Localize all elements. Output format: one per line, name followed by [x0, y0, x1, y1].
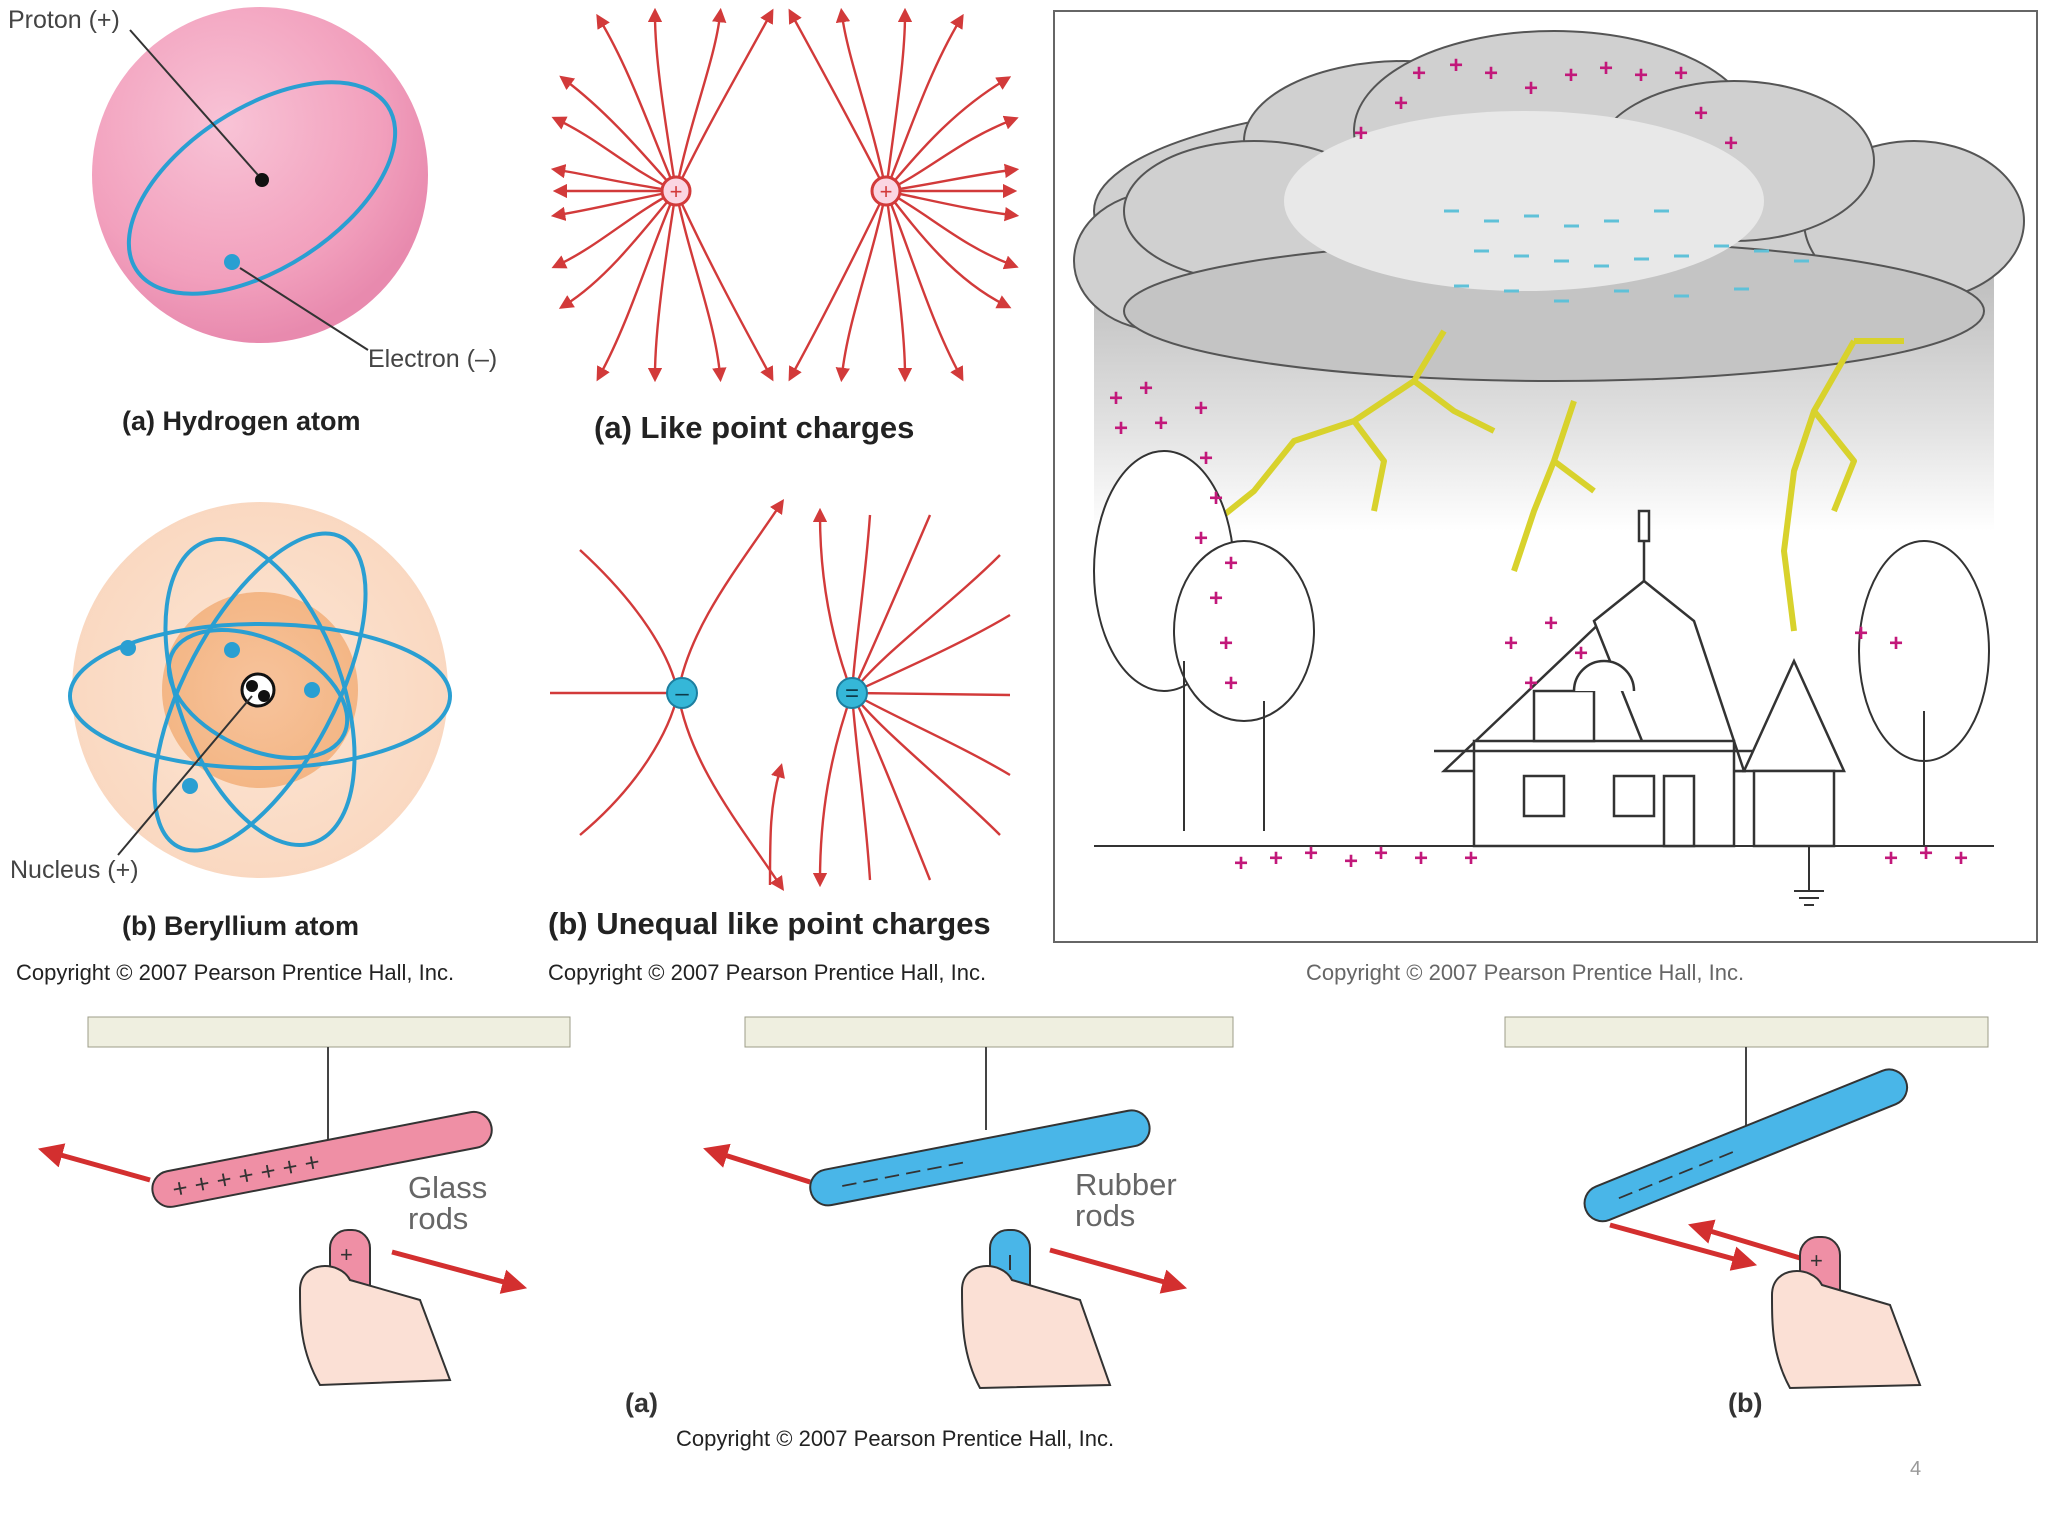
- rods-copyright: Copyright © 2007 Pearson Prentice Hall, …: [676, 1426, 1115, 1451]
- svg-text:+: +: [1889, 630, 1903, 657]
- svg-text:+: +: [1810, 1248, 1823, 1273]
- hydrogen-atom-diagram: [92, 7, 428, 351]
- svg-text:+: +: [1234, 850, 1248, 877]
- positive-charge-left: [660, 175, 692, 207]
- beryllium-caption: (b) Beryllium atom: [122, 911, 360, 941]
- svg-text:+: +: [1374, 840, 1388, 867]
- svg-text:+: +: [880, 179, 893, 204]
- svg-text:+: +: [1194, 395, 1208, 422]
- negative-charge-large: [836, 677, 868, 709]
- electron-label: Electron (–): [368, 345, 498, 373]
- svg-text:+: +: [1524, 75, 1538, 102]
- svg-text:+: +: [1269, 845, 1283, 872]
- tree-left: [1093, 450, 1315, 831]
- field-lines-like: [550, 7, 1020, 383]
- svg-text:+: +: [1412, 60, 1426, 87]
- svg-text:+: +: [1544, 610, 1558, 637]
- charged-rods-diagram: + + + + + + + + + + – – – – – –: [37, 1016, 1989, 1390]
- svg-text:+: +: [1674, 60, 1688, 87]
- svg-text:+: +: [1524, 670, 1538, 697]
- cloud-positive-charges: ++++ ++++ ++++: [1354, 52, 1738, 157]
- house: [1434, 509, 1846, 848]
- ceiling-2: [744, 1016, 1234, 1048]
- svg-text:+: +: [1139, 375, 1153, 402]
- glass-rod-held-b: + + +: [1770, 1236, 1922, 1390]
- beryllium-atom-diagram: [68, 502, 452, 878]
- svg-text:+: +: [1464, 845, 1478, 872]
- svg-text:+: +: [1354, 120, 1368, 147]
- tree-right: [1858, 540, 1990, 846]
- unequal-charges-caption: (b) Unequal like point charges: [548, 906, 991, 941]
- svg-text:+: +: [1209, 585, 1223, 612]
- svg-text:+: +: [1224, 670, 1238, 697]
- ground-symbol: [1794, 846, 1824, 906]
- glass-rods-label: Glass rods: [408, 1170, 488, 1236]
- glass-rod-held: + + +: [298, 1229, 452, 1387]
- field-lines-unequal: [550, 499, 1011, 891]
- unequal-charges-diagram: – =: [550, 499, 1011, 891]
- lightning-bolts: [1202, 329, 1904, 632]
- like-charges-diagram: + +: [550, 7, 1020, 383]
- cloud-negative-charges: [1444, 209, 1809, 303]
- svg-text:+: +: [1634, 62, 1648, 89]
- svg-text:+: +: [340, 1242, 353, 1267]
- svg-text:+: +: [670, 179, 683, 204]
- svg-text:+: +: [1109, 385, 1123, 412]
- rubber-rods-label: Rubber rods: [1075, 1167, 1177, 1233]
- negative-charge-small: [666, 677, 698, 709]
- svg-text:+: +: [1194, 525, 1208, 552]
- like-charges-caption: (a) Like point charges: [594, 410, 915, 445]
- svg-text:+: +: [1954, 845, 1968, 872]
- svg-text:=: =: [845, 680, 859, 707]
- nucleus-label: Nucleus (+): [10, 856, 139, 884]
- electron-dot: [224, 254, 240, 270]
- svg-text:+: +: [1209, 485, 1223, 512]
- svg-text:+: +: [1919, 840, 1933, 867]
- part-a-label: (a): [625, 1388, 658, 1418]
- svg-text:–: –: [675, 680, 689, 707]
- svg-text:+: +: [1564, 62, 1578, 89]
- svg-text:+: +: [1724, 130, 1738, 157]
- proton-label: Proton (+): [8, 6, 120, 34]
- svg-text:+: +: [1694, 100, 1708, 127]
- svg-text:+: +: [1304, 840, 1318, 867]
- svg-text:+: +: [1114, 415, 1128, 442]
- proton-dot: [255, 173, 269, 187]
- svg-text:+: +: [1344, 848, 1358, 875]
- rubber-rod-held: [960, 1229, 1112, 1390]
- svg-text:+: +: [1154, 410, 1168, 437]
- lightning-copyright: Copyright © 2007 Pearson Prentice Hall, …: [1306, 960, 1745, 985]
- electron-orbit: [126, 80, 398, 296]
- ceiling-1: [87, 1016, 571, 1048]
- svg-text:+: +: [1484, 60, 1498, 87]
- page-number: 4: [1910, 1458, 1922, 1480]
- hydrogen-caption: (a) Hydrogen atom: [122, 406, 361, 436]
- svg-text:+: +: [1574, 640, 1588, 667]
- positive-charge-right: [870, 175, 902, 207]
- ground-positive-charges: ++++ ++++ ++++ ++++ +++ ++++ ++ +++: [1109, 375, 1968, 877]
- svg-text:+: +: [1884, 845, 1898, 872]
- svg-text:+: +: [1394, 90, 1408, 117]
- svg-text:+: +: [1599, 55, 1613, 82]
- svg-text:+: +: [1199, 445, 1213, 472]
- part-b-label: (b): [1728, 1388, 1763, 1418]
- beryllium-copyright: Copyright © 2007 Pearson Prentice Hall, …: [16, 960, 455, 985]
- svg-text:+: +: [1224, 550, 1238, 577]
- svg-text:+: +: [1219, 630, 1233, 657]
- svg-text:+: +: [1449, 52, 1463, 79]
- ceiling-3: [1504, 1016, 1989, 1048]
- lightning-scene-illustration: ++++ ++++ ++++: [1073, 30, 2025, 906]
- svg-text:+: +: [1414, 845, 1428, 872]
- svg-text:+: +: [1854, 620, 1868, 647]
- field-lines-copyright: Copyright © 2007 Pearson Prentice Hall, …: [548, 960, 987, 985]
- svg-text:+: +: [1504, 630, 1518, 657]
